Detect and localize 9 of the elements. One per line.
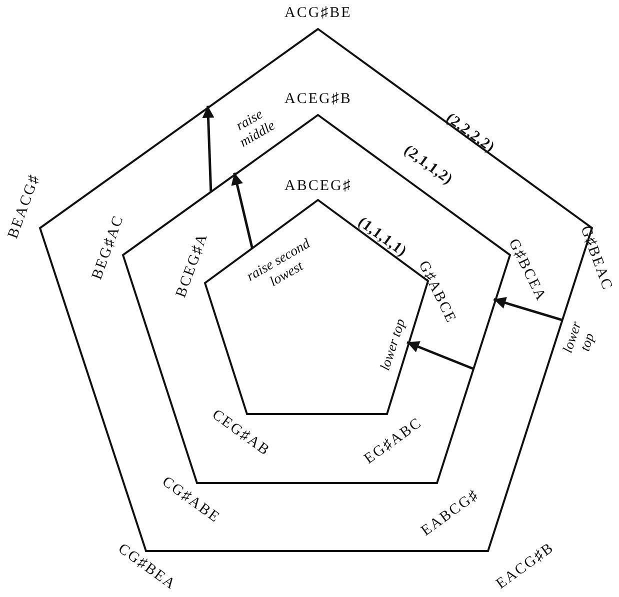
- vertex-label: ACEG♯B: [284, 90, 352, 108]
- arrow: [231, 172, 254, 249]
- vertex-label: ABCEG♯: [284, 178, 352, 194]
- edge-label: lower top: [377, 316, 410, 375]
- edge-label: lower top: [560, 318, 600, 357]
- arrow: [202, 106, 214, 192]
- vertex-label: ACG♯BE: [284, 4, 352, 22]
- arrow: [406, 341, 474, 370]
- arrow: [493, 297, 563, 322]
